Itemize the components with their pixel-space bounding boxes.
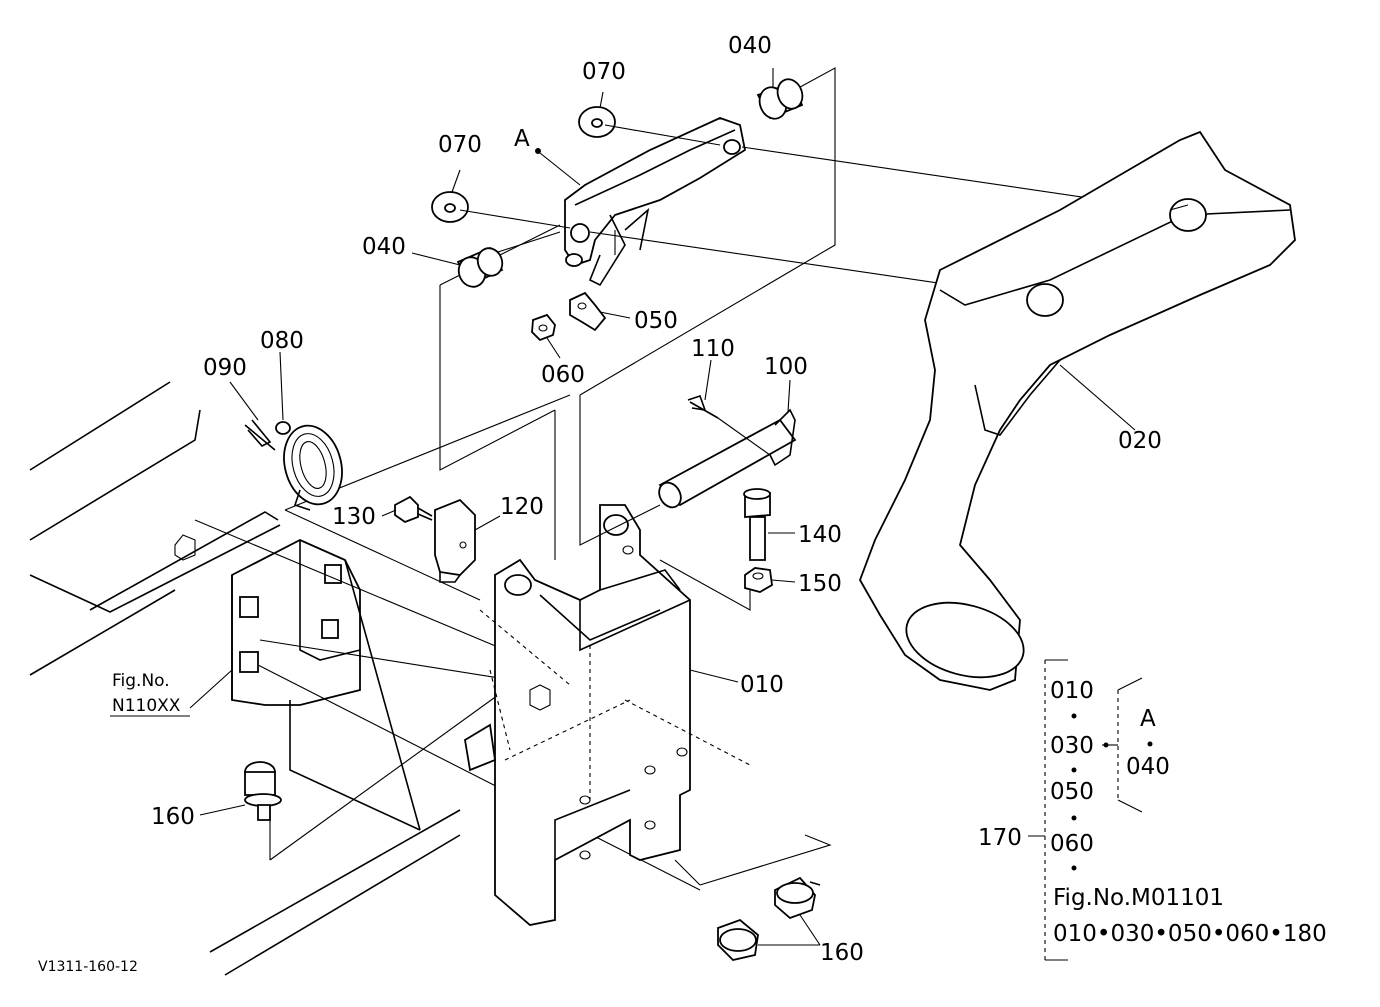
bolt-160-right-a [774, 876, 821, 920]
bolt-140 [743, 488, 771, 561]
assembly-part-1: 010 [1050, 678, 1094, 704]
callout-090: 090 [203, 355, 247, 381]
pin-110 [687, 394, 771, 456]
callout-060: 060 [541, 362, 585, 388]
washer-070-left [431, 191, 469, 223]
bracket-050 [569, 291, 607, 332]
callout-110: 110 [691, 336, 735, 362]
callout-040-left: 040 [362, 234, 406, 260]
fig-ref-line2: N110XX [112, 696, 181, 716]
marker-a-leader [539, 152, 581, 186]
callout-070-top: 070 [582, 59, 626, 85]
callout-leaders [199, 68, 1136, 946]
assembly-fig-parts: 010•030•050•060•180 [1053, 921, 1327, 947]
assembly-fig-ref: Fig.No.M01101 [1053, 885, 1224, 911]
sub-assembly-part: 040 [1126, 754, 1170, 780]
callout-020: 020 [1118, 428, 1162, 454]
separator-dot [1071, 815, 1077, 821]
callout-130: 130 [332, 504, 376, 530]
left-mounting-plate [231, 539, 421, 831]
bushing-040-left [456, 246, 504, 288]
sub-assembly-marker: A [1140, 706, 1156, 732]
assembly-boundaries [284, 67, 836, 886]
separator-dot [1071, 713, 1077, 719]
brake-pedal-020 [859, 130, 1296, 691]
switch-120 [434, 498, 476, 583]
callout-140: 140 [798, 522, 842, 548]
separator-dot [1071, 767, 1077, 773]
callout-160-right: 160 [820, 940, 864, 966]
callout-120: 120 [500, 494, 544, 520]
marker-a-label: A [514, 126, 530, 152]
separator-dot [1071, 865, 1077, 871]
callout-050: 050 [634, 308, 678, 334]
shaft-100 [658, 408, 797, 509]
connector-dot [1103, 742, 1109, 748]
callout-040-top: 040 [728, 33, 772, 59]
diagram-id: V1311-160-12 [38, 959, 138, 975]
bolt-060 [531, 313, 556, 342]
screw-130 [394, 495, 433, 524]
fig-ref-left: Fig.No. N110XX [110, 671, 190, 717]
callout-070-left: 070 [438, 132, 482, 158]
clip-090 [244, 419, 276, 451]
main-bracket-010 [464, 504, 691, 926]
assembly-part-4: 060 [1050, 831, 1094, 857]
separator-dot [1147, 741, 1153, 747]
callout-150: 150 [798, 571, 842, 597]
bushing-040-top [756, 78, 804, 120]
callout-100: 100 [764, 354, 808, 380]
return-spring-080 [275, 421, 343, 511]
bolt-160-left [244, 761, 282, 821]
assembly-part-3: 050 [1050, 779, 1094, 805]
fig-ref-line1: Fig.No. [112, 671, 170, 691]
bolt-160-right-b [717, 918, 759, 961]
hidden-lines [479, 609, 751, 800]
washer-070-top [578, 106, 616, 138]
pedal-arm-assembly [564, 117, 747, 287]
callout-labels: 040 070 A 070 040 050 060 080 090 110 10… [151, 33, 1162, 966]
assembly-170-breakdown: 170 010 030 050 060 A 040 Fig.No.M01101 … [978, 659, 1327, 961]
marker-a-dot [535, 148, 541, 154]
callout-160-left: 160 [151, 804, 195, 830]
callout-080: 080 [260, 328, 304, 354]
assembly-number: 170 [978, 825, 1022, 851]
nut-150 [744, 567, 773, 593]
callout-010: 010 [740, 672, 784, 698]
frame-background [29, 381, 461, 976]
assembly-part-2: 030 [1050, 733, 1094, 759]
